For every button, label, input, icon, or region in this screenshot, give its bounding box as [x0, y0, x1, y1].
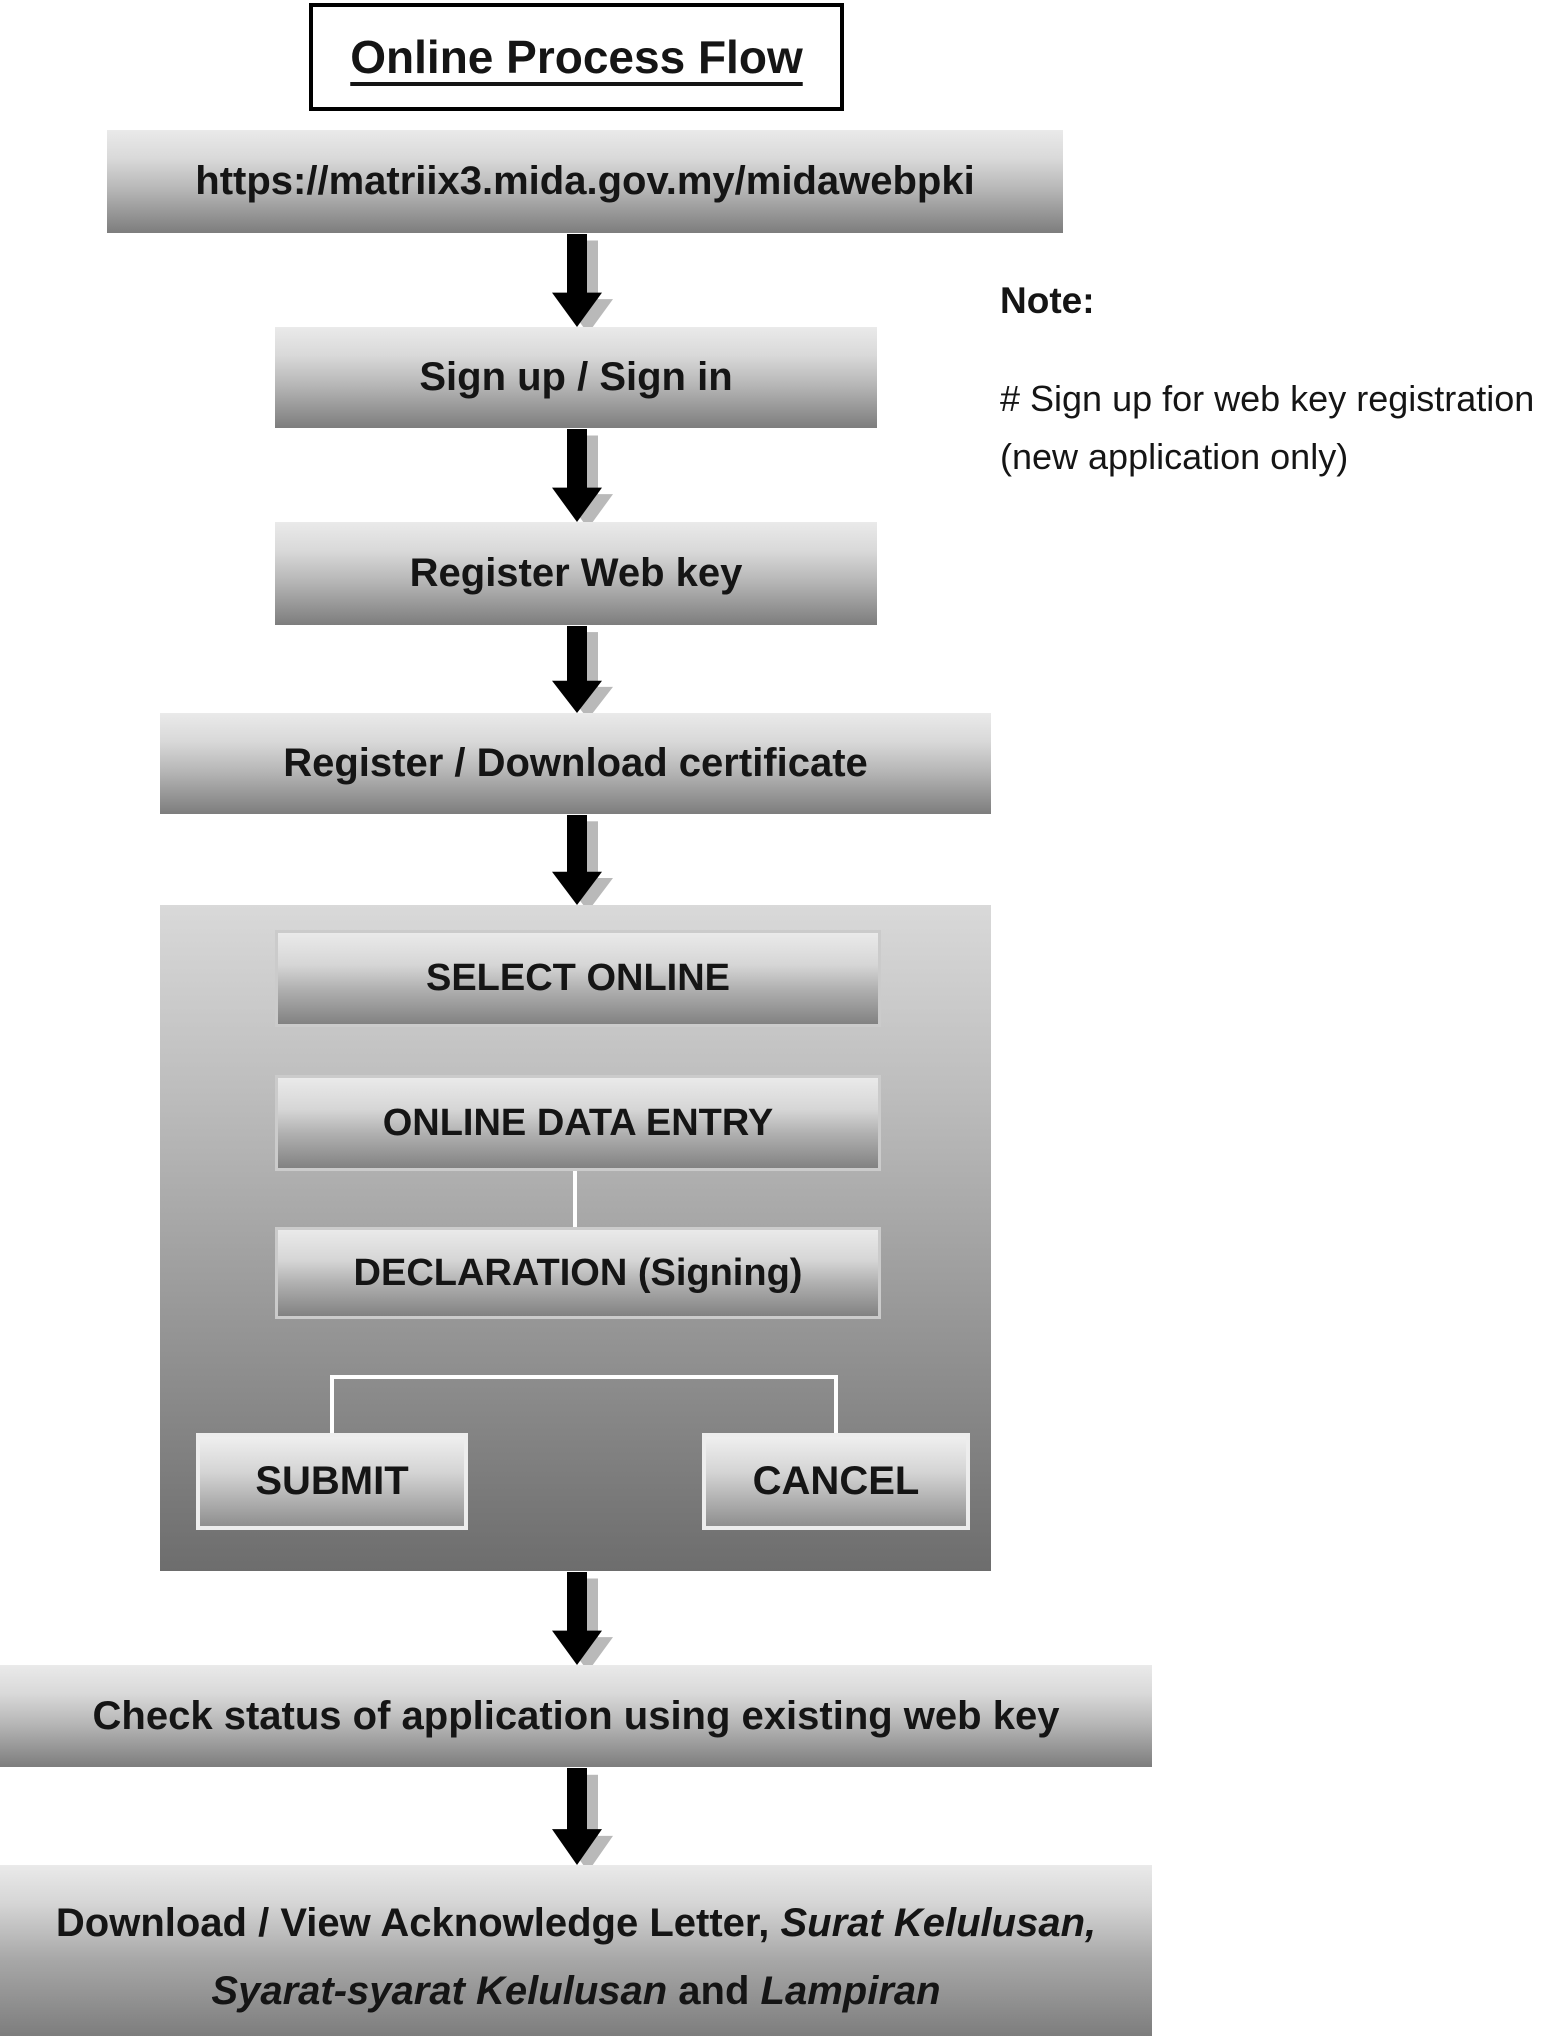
download-line1-italic: Surat Kelulusan, — [780, 1901, 1097, 1945]
connector-bracket-left — [330, 1375, 334, 1437]
download-line-1: Download / View Acknowledge Letter, Sura… — [0, 1889, 1152, 1957]
down-arrow-icon — [552, 626, 613, 720]
down-arrow-2 — [544, 429, 624, 529]
connector-bracket-horizontal — [330, 1375, 838, 1379]
download-view-step-bar: Download / View Acknowledge Letter, Sura… — [0, 1865, 1152, 2036]
declaration-box: DECLARATION (Signing) — [275, 1227, 881, 1319]
connector-bracket-right — [834, 1375, 838, 1437]
register-webkey-label: Register Web key — [409, 551, 743, 595]
register-certificate-label: Register / Download certificate — [283, 741, 868, 785]
note-line-2: (new application only) — [1000, 436, 1349, 477]
select-online-box: SELECT ONLINE — [275, 930, 881, 1027]
down-arrow-icon — [552, 429, 613, 529]
register-webkey-step-bar: Register Web key — [275, 522, 877, 625]
check-status-step-bar: Check status of application using existi… — [0, 1665, 1152, 1767]
down-arrow-1 — [544, 234, 624, 334]
cancel-button: CANCEL — [702, 1433, 970, 1530]
check-status-label: Check status of application using existi… — [92, 1693, 1060, 1738]
note-heading: Note: — [1000, 280, 1095, 321]
download-line2-regular: and — [667, 1969, 761, 2013]
connector-line-vertical — [573, 1171, 577, 1231]
down-arrow-icon — [552, 815, 613, 912]
down-arrow-5 — [544, 1572, 624, 1672]
url-step-bar: https://matriix3.mida.gov.my/midawebpki — [107, 130, 1063, 233]
online-data-entry-label: ONLINE DATA ENTRY — [382, 1101, 774, 1144]
url-text: https://matriix3.mida.gov.my/midawebpki — [195, 159, 975, 203]
select-online-label: SELECT ONLINE — [425, 957, 731, 999]
download-line1-regular: Download / View Acknowledge Letter, — [55, 1901, 781, 1945]
submit-label: SUBMIT — [255, 1459, 409, 1503]
signup-step-label: Sign up / Sign in — [419, 355, 733, 399]
online-data-entry-box: ONLINE DATA ENTRY — [275, 1075, 881, 1171]
download-line-2: Syarat-syarat Kelulusan and Lampiran — [0, 1957, 1152, 2025]
declaration-label: DECLARATION (Signing) — [353, 1251, 803, 1294]
note-line-1: # Sign up for web key registration — [1000, 378, 1535, 419]
down-arrow-3 — [544, 626, 624, 720]
signup-step-bar: Sign up / Sign in — [275, 327, 877, 428]
cancel-label: CANCEL — [752, 1459, 920, 1503]
down-arrow-4 — [544, 815, 624, 912]
page-title-box: Online Process Flow — [309, 3, 844, 111]
down-arrow-icon — [552, 234, 613, 334]
register-certificate-step-bar: Register / Download certificate — [160, 713, 991, 814]
download-line2-italic1: Syarat-syarat Kelulusan — [211, 1969, 668, 2013]
submit-button: SUBMIT — [196, 1433, 468, 1530]
page-title: Online Process Flow — [350, 31, 803, 83]
down-arrow-6 — [544, 1768, 624, 1872]
down-arrow-icon — [552, 1768, 613, 1872]
down-arrow-icon — [552, 1572, 613, 1672]
download-line2-italic2: Lampiran — [760, 1969, 941, 2013]
online-entry-panel: SELECT ONLINE ONLINE DATA ENTRY DECLARAT… — [160, 905, 991, 1571]
